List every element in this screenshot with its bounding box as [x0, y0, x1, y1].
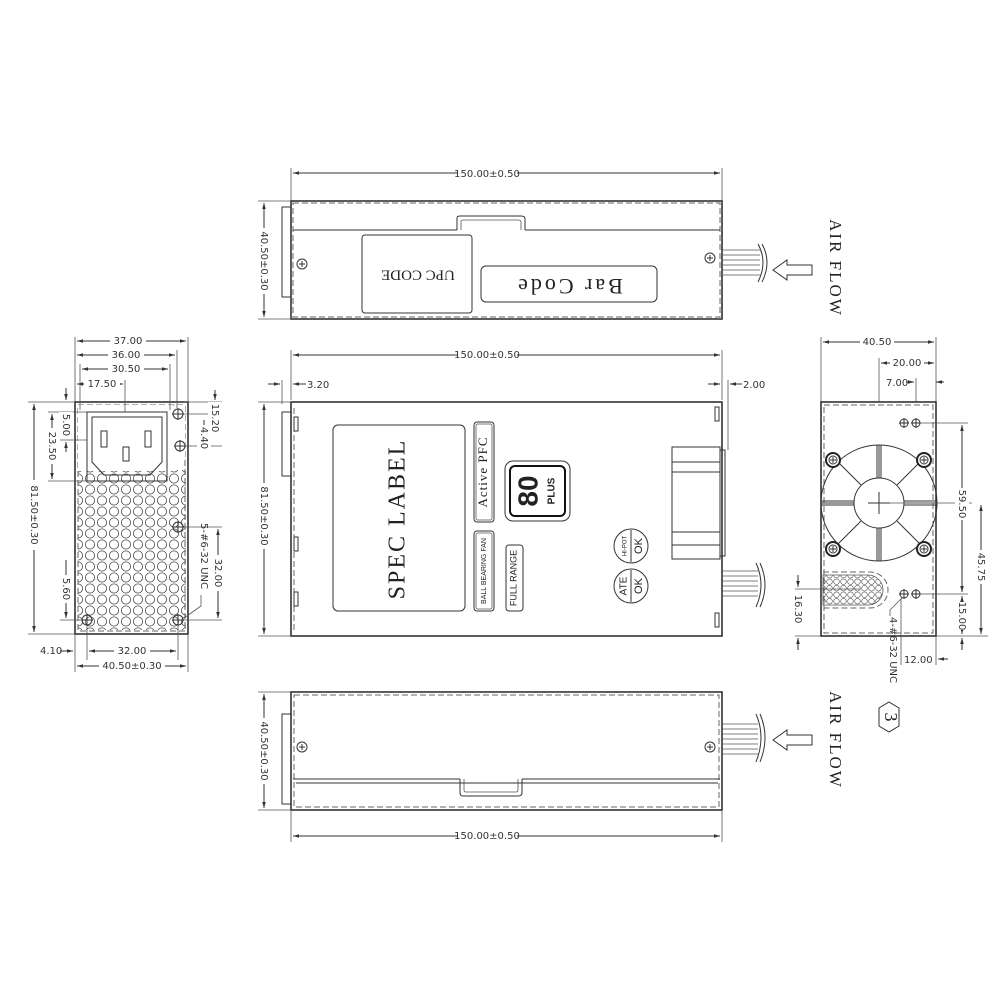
spec-label-area [332, 424, 466, 612]
dim-2: 2.00 [743, 380, 765, 391]
fan-grille [820, 444, 938, 562]
fan-screw-icon [825, 452, 841, 468]
iec-power-inlet [86, 411, 168, 482]
bottom-width-dim: 150.00±0.50 [454, 831, 520, 842]
side-view: 150.00±0.50 3.20 2.00 81.50±0.30 SPEC LA… [257, 348, 766, 637]
dim-16-3: 16.30 [792, 595, 803, 624]
spec-label-text: SPEC LABEL [385, 439, 411, 600]
dim-37: 37.00 [114, 336, 143, 347]
dim-12: 12.00 [904, 655, 933, 666]
eighty-plus-number: 80 [512, 475, 543, 506]
svg-text:HI-POT: HI-POT [623, 536, 629, 557]
dim-30-5: 30.50 [112, 364, 141, 375]
mount-hole-icon [899, 418, 909, 428]
dim-4-1: 4.10 [40, 646, 62, 657]
hipot-ok-seal: HI-POT OK [613, 528, 649, 564]
dim-45-75: 45.75 [975, 553, 986, 582]
eighty-plus-logo: 80 PLUS [504, 460, 571, 522]
exhaust-vent [822, 571, 889, 609]
bottom-height-dim: 40.50±0.30 [258, 721, 269, 780]
mount-hole-icon [899, 589, 909, 599]
front-screw-note: 5-#6-32 UNC [198, 523, 209, 589]
dim-15: 15.00 [956, 602, 967, 631]
dim-5-6: 5.60 [60, 578, 71, 600]
ate-ok-seal: ATE OK [613, 568, 649, 604]
front-view: 37.00 36.00 30.50 17.50 81.50±0.30 23.50… [27, 334, 225, 672]
front-width-dim: 40.50±0.30 [102, 661, 161, 672]
airflow-label-bottom: AIR FLOW [826, 691, 845, 789]
cable-bundle-icon [722, 562, 766, 608]
dim-20: 20.00 [893, 358, 922, 369]
dim-17-5: 17.50 [88, 379, 117, 390]
dim-5: 5.00 [60, 414, 71, 436]
svg-text:ATE: ATE [619, 576, 630, 595]
airflow-arrow-icon [772, 729, 813, 751]
svg-text:OK: OK [633, 577, 645, 594]
fan-screw-icon [916, 452, 932, 468]
rear-view: 40.50 20.00 7.00 [791, 335, 988, 733]
dim-23-5: 23.50 [46, 432, 57, 461]
dim-4-4: 4.40 [198, 427, 209, 449]
callout-number: 3 [881, 713, 901, 722]
full-range-badge: FULL RANGE [508, 550, 518, 606]
mount-hole-icon [172, 408, 184, 420]
fan-screw-icon [825, 541, 841, 557]
airflow-arrow-icon [772, 259, 813, 281]
front-height-dim: 81.50±0.30 [28, 485, 39, 544]
side-width-dim: 150.00±0.50 [454, 350, 520, 361]
rear-screw-note: 4-#6-32 UNC [887, 617, 898, 683]
side-height-dim: 81.50±0.30 [258, 486, 269, 545]
rear-width-dim: 40.50 [863, 337, 892, 348]
callout-hexagon: 3 [878, 701, 901, 733]
mount-hole-icon [172, 521, 184, 533]
barcode-label: Bar Code [515, 274, 623, 299]
top-height-dim: 40.50±0.30 [258, 231, 269, 290]
svg-text:OK: OK [633, 537, 645, 554]
cable-bundle-icon [722, 713, 766, 763]
mount-hole-icon [174, 440, 186, 452]
dim-3-2: 3.20 [307, 380, 329, 391]
fan-connector [671, 446, 726, 560]
active-pfc-badge: Active PFC [475, 436, 490, 507]
ball-bearing-fan-badge: BALL BEARING FAN [481, 538, 488, 604]
airflow-label-top: AIR FLOW [826, 219, 845, 317]
dim-59-5: 59.50 [956, 490, 967, 519]
dim-15-2: 15.20 [209, 404, 220, 433]
upc-code-label: UPC CODE [381, 267, 455, 283]
top-width-dim: 150.00±0.50 [454, 169, 520, 180]
cable-bundle-icon [722, 243, 768, 283]
dim-32-horizontal: 32.00 [118, 646, 147, 657]
dim-7: 7.00 [886, 378, 908, 389]
dim-32-vertical: 32.00 [212, 559, 223, 588]
dim-36: 36.00 [112, 350, 141, 361]
eighty-plus-text: PLUS [547, 477, 558, 504]
fan-screw-icon [916, 541, 932, 557]
screw-icon [296, 741, 308, 753]
top-view: 150.00±0.50 40.50±0.30 UPC CODE Bar Code [257, 166, 845, 320]
bottom-view: 40.50±0.30 150.00±0.50 AIR FLOW [257, 691, 845, 842]
screw-icon [704, 741, 716, 753]
screw-icon [704, 252, 716, 264]
screw-icon [296, 258, 308, 270]
